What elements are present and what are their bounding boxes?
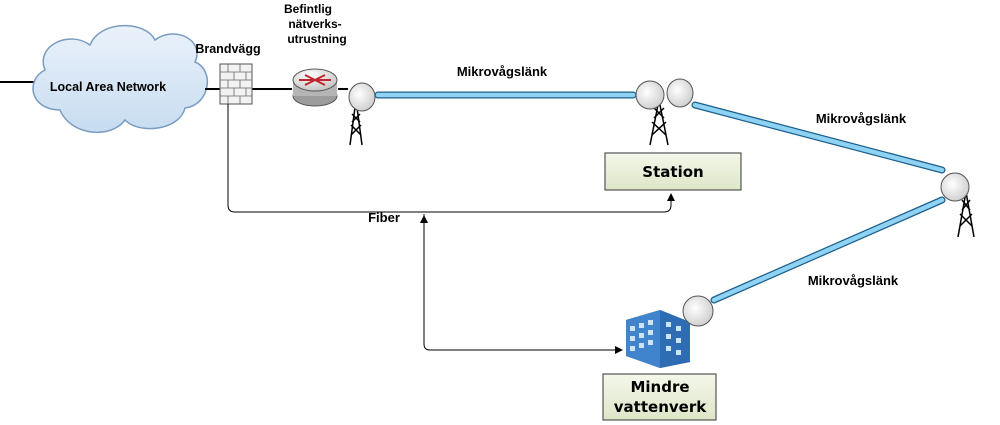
existing-equipment-label-1: Befintlig xyxy=(284,2,332,16)
router-icon xyxy=(292,68,338,107)
existing-equipment-label-3: utrustning xyxy=(287,32,346,46)
station-box xyxy=(604,152,742,191)
firewall-icon xyxy=(219,63,253,105)
building-icon xyxy=(626,310,690,368)
waterworks-box xyxy=(602,373,717,421)
microwave-link-label-3: Mikrovågslänk xyxy=(808,273,899,288)
microwave-link-2 xyxy=(691,101,946,174)
dish-icon xyxy=(940,172,970,202)
dish-icon xyxy=(635,80,665,110)
dish-icon xyxy=(682,295,714,327)
waterworks-label-2: vattenverk xyxy=(614,398,707,416)
lan-label: Local Area Network xyxy=(50,80,166,94)
fiber-label: Fiber xyxy=(368,210,400,225)
station-label: Station xyxy=(642,163,703,181)
tower-icon xyxy=(957,191,975,238)
microwave-link-3 xyxy=(710,196,946,304)
fiber-line-firewall-station xyxy=(227,104,675,213)
tower-icon xyxy=(649,99,669,146)
firewall-label: Brandvägg xyxy=(195,42,260,56)
microwave-link-label-2: Mikrovågslänk xyxy=(816,111,907,126)
cloud-icon xyxy=(32,24,209,134)
microwave-link-label-1: Mikrovågslänk xyxy=(457,64,548,79)
fiber-line-waterworks xyxy=(423,214,623,354)
existing-equipment-label-2: nätverks- xyxy=(288,17,341,31)
dish-icon xyxy=(348,82,376,112)
dish-icon xyxy=(666,78,694,108)
waterworks-label-1: Mindre xyxy=(630,378,689,396)
